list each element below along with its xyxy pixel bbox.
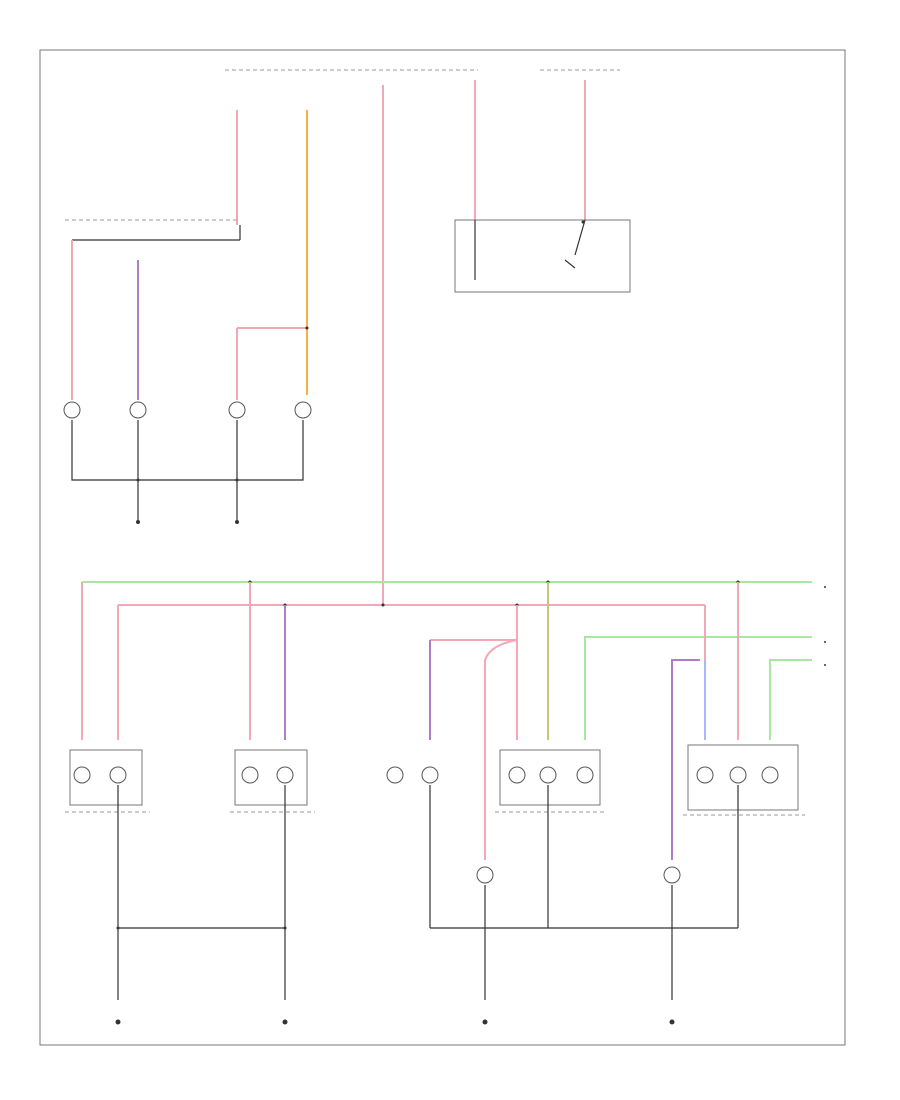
right-combo-bulb-3 <box>761 766 779 784</box>
wire-green-right-combo <box>769 659 812 740</box>
left-combo-bulb-1 <box>508 766 526 784</box>
right-tail-lamp-box <box>234 749 308 806</box>
front-ground-bus <box>71 420 304 481</box>
headlamp-switch-box <box>454 219 631 293</box>
right-tail-bulb-1 <box>241 766 259 784</box>
license-bulb-2 <box>421 766 439 784</box>
right-side-marker-bulb <box>663 866 681 884</box>
wire-violet-right-marker <box>671 659 700 860</box>
left-combo-bulb-2 <box>539 766 557 784</box>
rear-bus-node-1 <box>381 603 385 607</box>
left-rear-combo-box <box>499 749 601 806</box>
front-junction-node <box>305 326 309 330</box>
rear-ground-node-1 <box>116 926 120 930</box>
license-bulb-1 <box>386 766 404 784</box>
ground-symbol-rear-1 <box>115 1019 121 1025</box>
front-lamp-bulb-1 <box>63 401 81 419</box>
wire-green-left-combo <box>584 636 812 740</box>
left-tail-bulb-2 <box>109 766 127 784</box>
bus-end-2 <box>824 641 826 643</box>
left-tail-lamp-box <box>69 749 143 806</box>
bus-end-1 <box>824 586 826 588</box>
right-combo-bulb-1 <box>696 766 714 784</box>
ground-symbol-front-1 <box>136 520 140 524</box>
bus-end-3 <box>824 664 826 666</box>
wire-pink-left-marker <box>484 639 518 860</box>
right-combo-bulb-2 <box>729 766 747 784</box>
left-combo-bulb-3 <box>576 766 594 784</box>
switch-contact <box>564 259 576 269</box>
front-lamp-bulb-4 <box>294 401 312 419</box>
front-lamp-bulb-3 <box>228 401 246 419</box>
ground-symbol-rear-3 <box>482 1019 488 1025</box>
front-ground-node-1 <box>136 478 140 482</box>
rear-ground-node-2 <box>283 926 287 930</box>
front-ground-node-2 <box>235 478 239 482</box>
diagram-frame <box>39 49 846 1046</box>
left-side-marker-bulb <box>476 866 494 884</box>
right-rear-combo-box <box>687 744 799 811</box>
right-tail-bulb-2 <box>276 766 294 784</box>
switch-black-right <box>574 219 586 256</box>
ground-symbol-rear-2 <box>282 1019 288 1025</box>
switch-node <box>581 220 585 224</box>
ground-symbol-front-2 <box>235 520 239 524</box>
front-lamp-bulb-2 <box>129 401 147 419</box>
left-tail-bulb-1 <box>73 766 91 784</box>
ground-symbol-rear-4 <box>669 1019 675 1025</box>
